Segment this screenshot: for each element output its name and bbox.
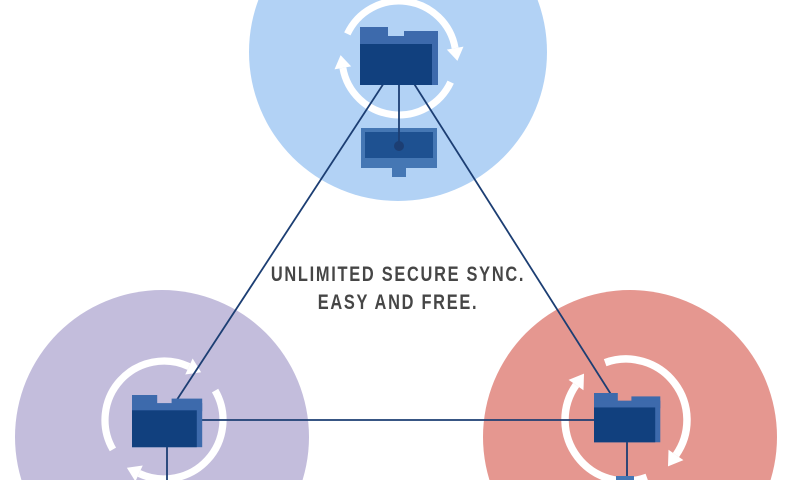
sync-ring-icon	[101, 357, 227, 480]
folder-icon	[594, 393, 661, 443]
left-circle	[15, 290, 309, 480]
top-circle	[249, 0, 547, 201]
monitor-top-peek-icon	[616, 476, 634, 480]
tagline-line2: EASY AND FREE.	[317, 291, 479, 314]
folder-icon	[360, 27, 438, 85]
sync-arrowhead	[185, 358, 202, 375]
tagline-line1: UNLIMITED SECURE SYNC.	[270, 263, 526, 286]
connector-endpoint-dot	[394, 141, 404, 151]
sync-arrowhead	[667, 449, 684, 467]
sync-arrowhead	[334, 55, 352, 70]
tagline: UNLIMITED SECURE SYNC. EASY AND FREE.	[242, 261, 554, 317]
sync-arc	[603, 355, 691, 458]
sync-ring-icon	[334, 0, 464, 119]
sync-arc	[339, 67, 454, 119]
sync-arrowhead	[568, 373, 585, 391]
sync-ring-icon	[561, 355, 691, 480]
sync-arrowhead	[446, 46, 464, 61]
right-circle	[483, 290, 777, 480]
folder-front	[594, 407, 656, 443]
folder-front	[132, 410, 197, 448]
monitor-stand	[392, 168, 406, 177]
sync-arc	[137, 388, 227, 480]
sync-arc	[561, 382, 649, 480]
sync-arc	[344, 0, 459, 49]
folder-icon	[132, 395, 203, 448]
sync-arrowhead	[126, 465, 143, 480]
sync-arc	[101, 357, 191, 452]
connector-line-top-to-left	[164, 59, 400, 419]
connector-line-top-to-right	[398, 59, 627, 419]
folder-front	[360, 44, 432, 85]
